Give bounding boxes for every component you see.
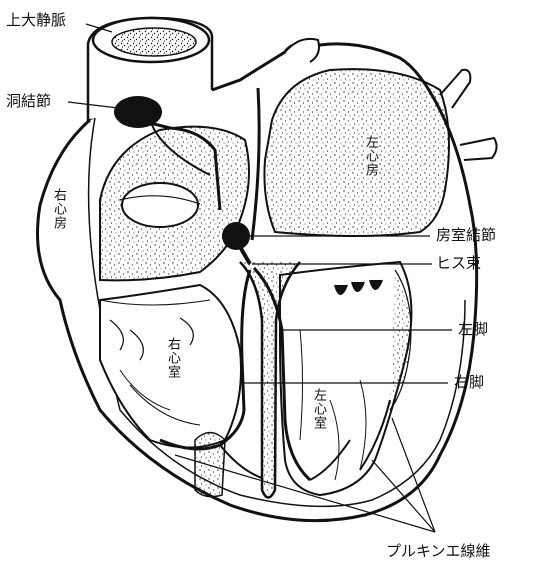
label-atrioventricular-node: 房室結節 — [436, 228, 496, 243]
label-sinoatrial-node: 洞結節 — [6, 94, 51, 109]
left-atrium — [264, 69, 449, 236]
label-bundle-of-his: ヒス束 — [436, 256, 481, 271]
label-left-atrium: 左心房 — [364, 135, 377, 177]
label-right-atrium: 右心房 — [52, 188, 65, 230]
label-right-ventricle: 右心室 — [166, 337, 179, 379]
label-superior-vena-cava: 上大静脈 — [6, 13, 66, 28]
label-left-ventricle: 左心室 — [312, 388, 325, 430]
label-purkinje-fibers: プルキンエ線維 — [386, 544, 491, 559]
label-right-bundle-branch: 右脚 — [454, 375, 484, 390]
label-left-bundle-branch: 左脚 — [458, 322, 488, 337]
atrioventricular-node-shape — [222, 222, 250, 250]
